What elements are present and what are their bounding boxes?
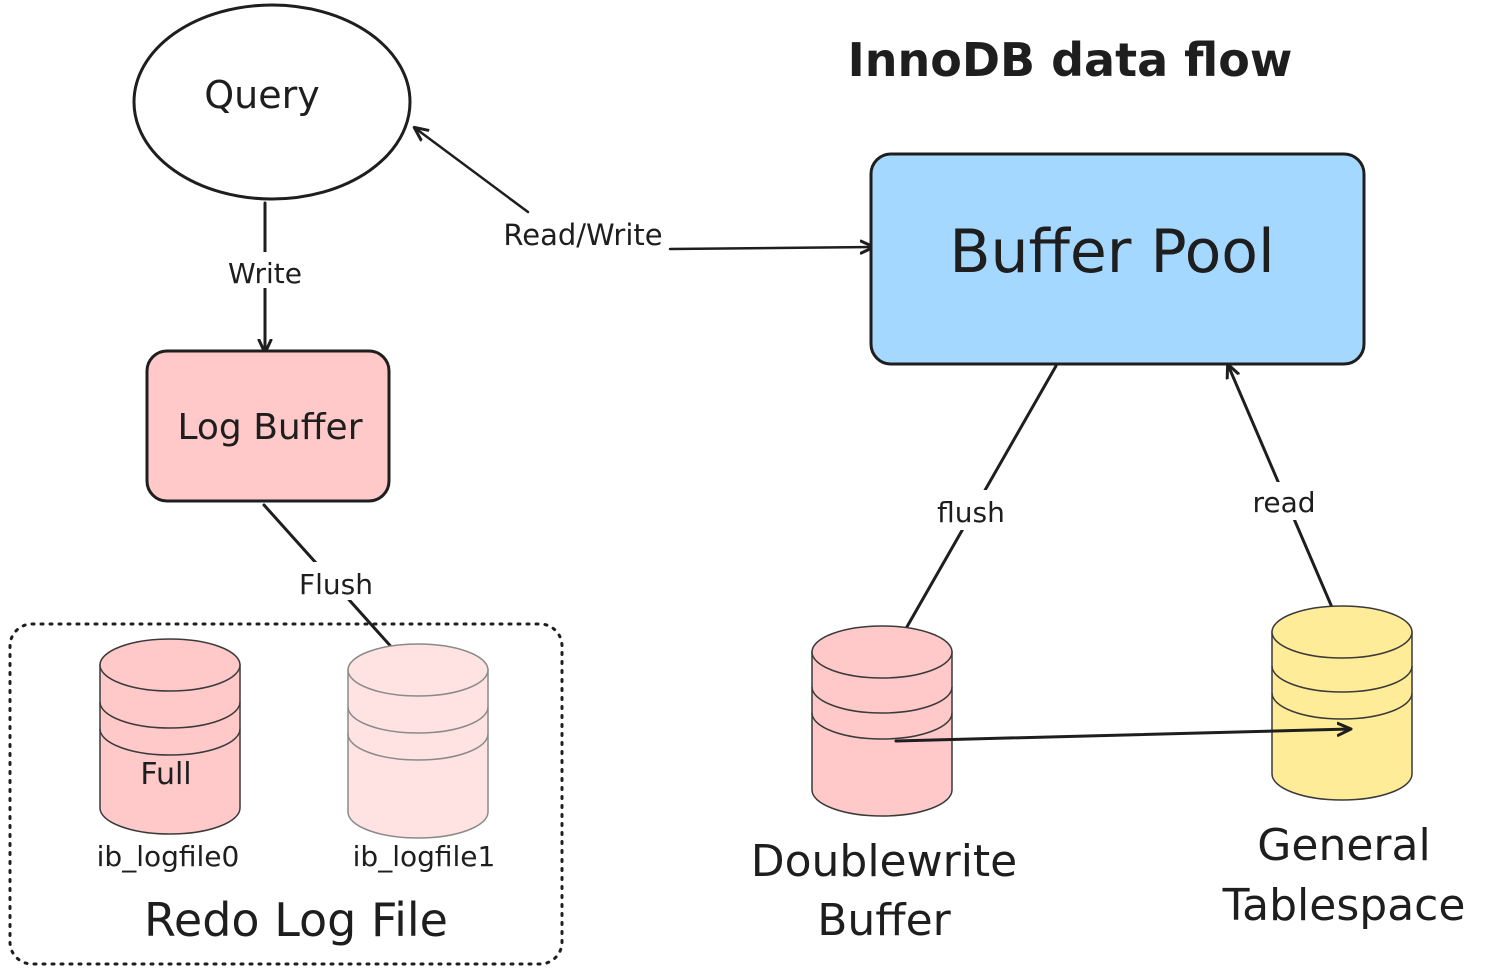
- node-tablespace-label-line2: Tablespace: [1222, 880, 1466, 931]
- edge-label-flush-pool: flush: [937, 496, 1005, 529]
- node-log-buffer: Log Buffer: [145, 349, 391, 503]
- edge-query-write-logbuffer: Write: [220, 201, 312, 352]
- edge-bufferpool-flush-doublewrite: flush: [888, 364, 1058, 660]
- edge-label-read: read: [1252, 486, 1315, 519]
- node-doublewrite-label-line1: Doublewrite: [751, 836, 1018, 887]
- redo-log-file-group: Redo Log File: [8, 622, 564, 966]
- node-doublewrite-buffer: Doublewrite Buffer: [751, 625, 1018, 946]
- diagram-title: InnoDB data flow: [848, 33, 1293, 87]
- edge-doublewrite-tablespace: [894, 729, 1350, 743]
- edge-tablespace-read-bufferpool: read: [1228, 365, 1348, 642]
- node-query-label: Query: [204, 73, 319, 117]
- node-ib-logfile1: ib_logfile1: [347, 643, 496, 873]
- node-tablespace-label-line1: General: [1257, 820, 1430, 871]
- edge-logbuffer-flush-logfile1: Flush: [262, 503, 412, 670]
- node-ib-logfile0: Full ib_logfile0: [97, 638, 241, 873]
- edge-label-write: Write: [228, 257, 302, 290]
- node-general-tablespace: General Tablespace: [1222, 605, 1466, 931]
- node-buffer-pool-label: Buffer Pool: [949, 217, 1274, 287]
- node-log-buffer-label: Log Buffer: [177, 407, 362, 448]
- node-query: Query: [132, 3, 412, 201]
- node-buffer-pool: Buffer Pool: [869, 152, 1366, 366]
- node-ib-logfile1-label: ib_logfile1: [353, 840, 496, 873]
- edge-query-readwrite-bufferpool: Read/Write: [415, 128, 873, 252]
- edge-label-read-write: Read/Write: [503, 218, 662, 252]
- node-ib-logfile0-label: ib_logfile0: [97, 840, 240, 873]
- node-doublewrite-label-line2: Buffer: [817, 895, 951, 946]
- redo-log-file-label: Redo Log File: [144, 893, 448, 947]
- edge-label-flush-log: Flush: [299, 568, 373, 601]
- node-ib-logfile0-inner-label: Full: [140, 757, 191, 792]
